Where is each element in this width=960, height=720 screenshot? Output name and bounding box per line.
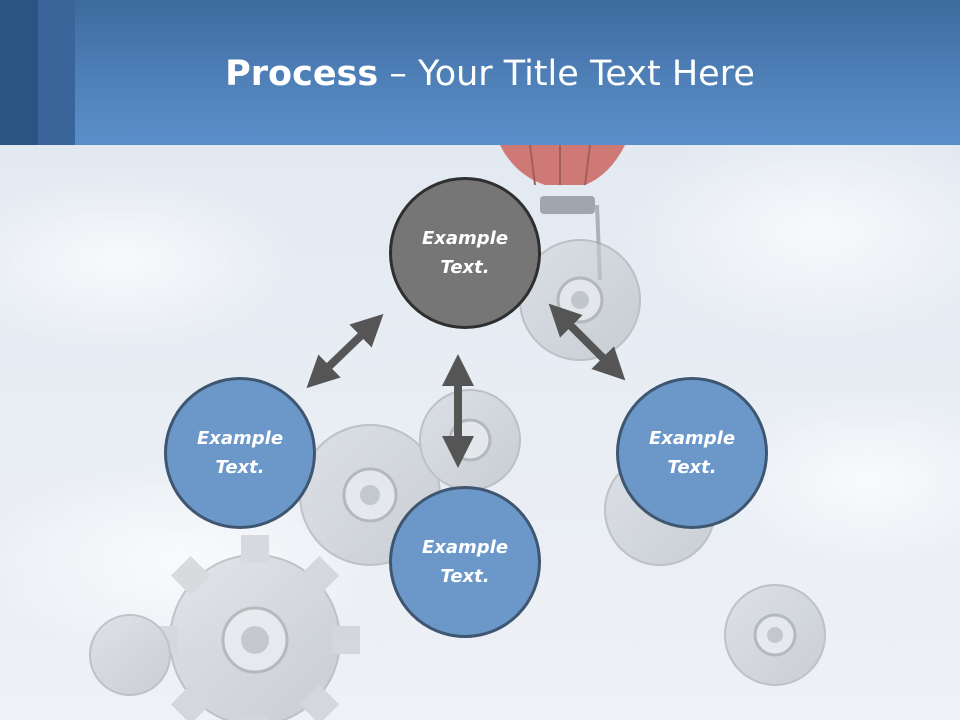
slide-title: Process – Your Title Text Here xyxy=(75,52,905,96)
node-left-label: Example Text. xyxy=(196,428,284,478)
arrow-top-left xyxy=(306,313,384,389)
node-bottom-label: Example Text. xyxy=(421,537,509,587)
node-right: Example Text. xyxy=(616,377,768,529)
title-bar: Process – Your Title Text Here xyxy=(0,0,960,145)
slide-title-strong: Process xyxy=(225,54,379,94)
node-bottom: Example Text. xyxy=(389,486,541,638)
node-top: Example Text. xyxy=(389,177,541,329)
node-top-label: Example Text. xyxy=(421,228,509,278)
header-accent-stripe-secondary xyxy=(38,0,75,145)
slide-title-rest: – Your Title Text Here xyxy=(378,54,755,94)
header-accent-stripe xyxy=(0,0,38,145)
arrow-top-right xyxy=(548,303,626,381)
node-right-label: Example Text. xyxy=(648,428,736,478)
node-left: Example Text. xyxy=(164,377,316,529)
